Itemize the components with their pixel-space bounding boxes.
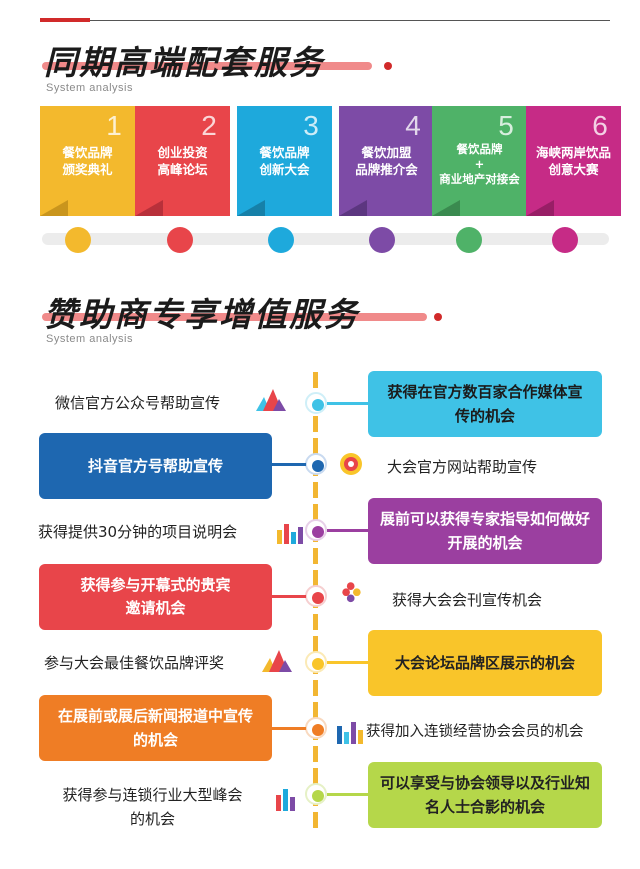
timeline-dot-6 [552,227,578,253]
service-item-left-5: 参与大会最佳餐饮品牌评奖 [44,654,225,672]
bar-chart-icon [276,789,295,811]
service-box-left-6: 在展前或展后新闻报道中宣传的机会 [39,695,272,761]
timeline-node [305,651,327,673]
connector-line [327,661,369,664]
event-banner-6: 6 海峡两岸饮品创意大赛 [526,106,621,216]
event-banner-number: 5 [498,110,514,141]
timeline-node [305,453,327,475]
event-banner-number: 3 [303,110,319,141]
timeline-node [305,585,327,607]
event-banner-number: 6 [592,110,608,141]
service-item-right-6: 获得加入连锁经营协会会员的机会 [366,724,584,740]
event-banner-label: 餐饮品牌颁奖典礼 [62,145,113,177]
section-1-title: 同期高端配套服务 [44,43,324,82]
timeline-dot-4 [369,227,395,253]
service-box-right-3: 展前可以获得专家指导如何做好开展的机会 [368,498,602,564]
event-banner-number: 2 [201,110,217,141]
event-banner-label: 餐饮品牌+商业地产对接会 [439,142,520,186]
service-item-right-4: 获得大会会刊宣传机会 [392,591,543,609]
events-timeline [42,233,609,245]
event-banner-label: 创业投资高峰论坛 [157,145,208,177]
service-item-right-2: 大会官方网站帮助宣传 [387,458,538,476]
event-banner-5: 5 餐饮品牌+商业地产对接会 [432,106,527,216]
timeline-dot-3 [268,227,294,253]
timeline-node [305,783,327,805]
timeline-dot-1 [65,227,91,253]
banner-folds [40,200,554,216]
event-banner-3: 3 餐饮品牌创新大会 [237,106,332,216]
heading-2-dot [434,313,442,321]
service-box-right-1: 获得在官方数百家合作媒体宣传的机会 [368,371,602,437]
event-banner-label: 餐饮品牌创新大会 [259,145,310,177]
event-banner-label: 海峡两岸饮品创意大赛 [535,145,611,177]
section-1-subtitle: System analysis [46,82,133,94]
timeline-dot-2 [167,227,193,253]
connector-line [327,529,369,532]
event-banner-1: 1 餐饮品牌颁奖典礼 [40,106,135,216]
timeline-node [305,519,327,541]
heading-2-underline [42,313,427,321]
bar-chart-icon [277,524,303,544]
mountain-chart-icon [262,650,292,672]
service-box-left-2: 抖音官方号帮助宣传 [39,433,272,499]
mountain-chart-icon [256,389,286,411]
service-box-left-4: 获得参与开幕式的贵宾邀请机会 [39,564,272,630]
service-item-left-1: 微信官方公众号帮助宣传 [55,394,221,412]
service-box-right-5: 大会论坛品牌区展示的机会 [368,630,602,696]
event-banner-number: 4 [405,110,421,141]
section-2-title: 赞助商专享增值服务 [44,295,359,334]
heading-1-underline [42,62,372,70]
target-icon [340,453,362,475]
connector-line [327,402,369,405]
event-banner-number: 1 [106,110,122,141]
connector-line [272,727,306,730]
connector-line [327,793,369,796]
service-item-left-7: 获得参与连锁行业大型峰会的机会 [62,786,243,828]
timeline-node [305,717,327,739]
event-banner-label: 餐饮加盟品牌推介会 [355,145,418,177]
bar-chart-icon [337,722,363,744]
section-2-subtitle: System analysis [46,333,133,345]
service-box-right-7: 可以享受与协会领导以及行业知名人士合影的机会 [368,762,602,828]
connector-line [272,463,306,466]
top-divider-accent [40,18,90,22]
timeline-dot-5 [456,227,482,253]
connector-line [272,595,306,598]
service-item-left-3: 获得提供30分钟的项目说明会 [38,523,238,541]
event-banner-4: 4 餐饮加盟品牌推介会 [339,106,434,216]
timeline-node [305,392,327,414]
pinwheel-icon [342,582,361,603]
top-divider [40,20,610,21]
heading-1-dot [384,62,392,70]
event-banner-2: 2 创业投资高峰论坛 [135,106,230,216]
